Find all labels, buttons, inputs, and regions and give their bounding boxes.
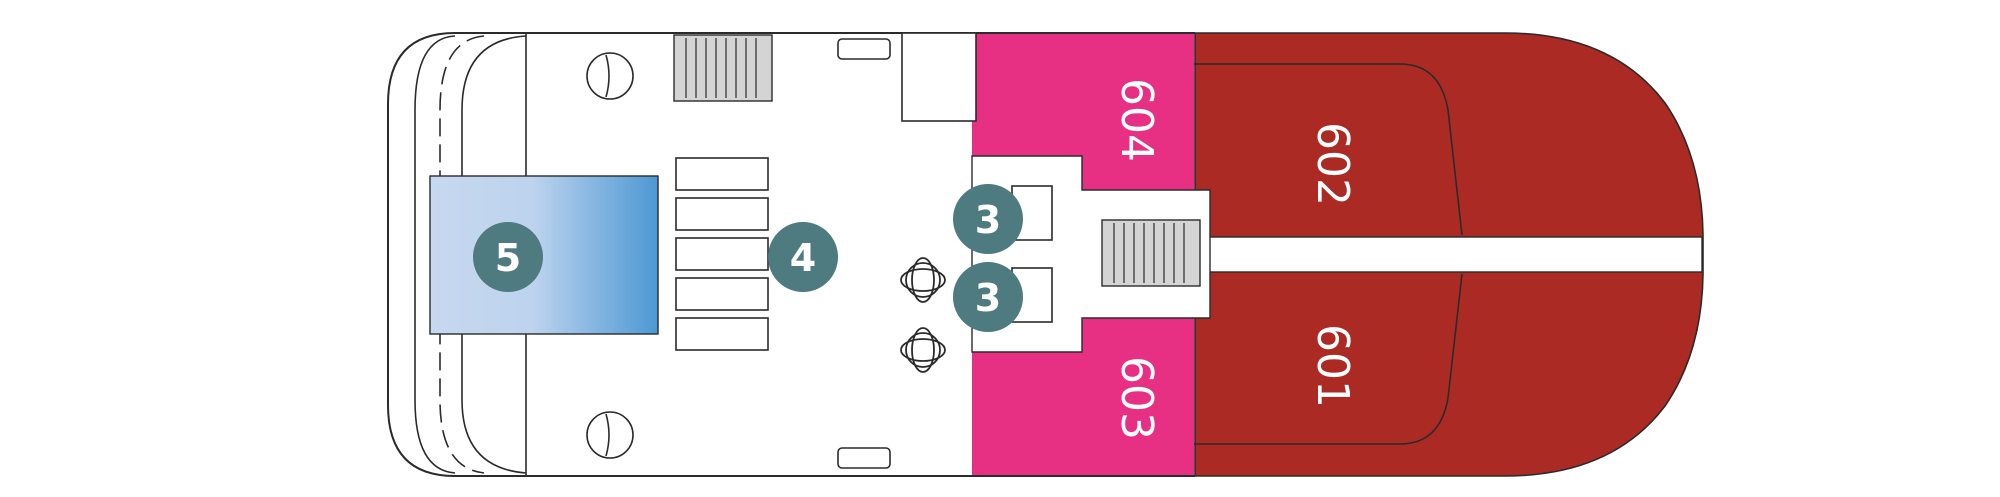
suite-601-boundary (1192, 273, 1463, 445)
suite-602-boundary (1192, 63, 1463, 236)
stern-rail-outer (414, 35, 456, 474)
cleat-icon (837, 38, 891, 60)
marker-3-lower-label: 3 (975, 276, 1001, 320)
cabin-603-side (1082, 318, 1194, 352)
stair-icon (673, 34, 773, 102)
cabin-604-label[interactable]: 604 (1111, 78, 1162, 162)
bow-corridor (1199, 236, 1703, 273)
marker-4[interactable]: 4 (768, 222, 838, 292)
hull-outline (387, 32, 1195, 477)
sun-lounger (675, 157, 769, 191)
marker-5[interactable]: 5 (473, 222, 543, 292)
table-icon (586, 411, 634, 459)
marker-5-label: 5 (495, 236, 521, 280)
cabin-603-block (972, 352, 1194, 476)
cleat-icon (837, 447, 891, 469)
cabin-601-label[interactable]: 601 (1307, 324, 1358, 408)
marker-3-upper[interactable]: 3 (953, 184, 1023, 254)
stair-icon (1101, 219, 1201, 287)
marker-4-label: 4 (790, 236, 816, 280)
sun-lounger (675, 317, 769, 351)
marker-3-lower[interactable]: 3 (953, 262, 1023, 332)
sun-lounger (675, 197, 769, 231)
table-icon (586, 52, 634, 100)
deck-locker (901, 32, 977, 122)
plunge-pool (429, 175, 659, 335)
marker-3-upper-label: 3 (975, 198, 1001, 242)
cabin-604-side (1082, 156, 1194, 190)
daybed-icon (900, 257, 946, 303)
cabin-603-label[interactable]: 603 (1111, 356, 1162, 440)
daybed-icon (900, 327, 946, 373)
sun-lounger (675, 237, 769, 271)
cabin-602-label[interactable]: 602 (1307, 122, 1358, 206)
cabin-604-block (972, 33, 1194, 156)
stern-rail-inner (461, 35, 527, 474)
sun-lounger (675, 277, 769, 311)
